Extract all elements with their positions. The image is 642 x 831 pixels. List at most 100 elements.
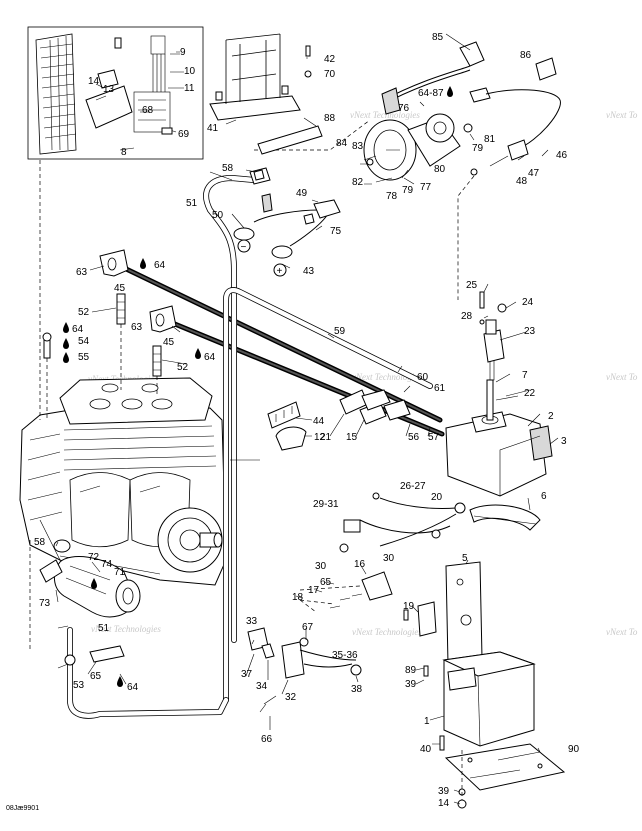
callout-59: 59	[334, 326, 346, 337]
callout-64-right: 64	[204, 352, 216, 363]
callout-80: 80	[434, 164, 446, 175]
callout-65-left: 65	[90, 671, 102, 682]
callout-69: 69	[178, 129, 190, 140]
battery-holder	[209, 33, 323, 155]
figure-code: 08Jæ9901	[6, 805, 39, 812]
callout-43: 43	[303, 266, 315, 277]
callout-29-31: 29-31	[313, 499, 339, 510]
callout-84: 84	[336, 138, 348, 149]
callout-26-27: 26-27	[400, 481, 426, 492]
callout-66: 66	[261, 734, 273, 745]
callout-79-lower: 79	[402, 185, 414, 196]
callout-10: 10	[184, 66, 196, 77]
callout-30-right: 30	[383, 553, 395, 564]
callout-50: 50	[212, 210, 224, 221]
wiring-harness	[339, 492, 466, 553]
callout-64-lower: 64	[127, 682, 139, 693]
starter-pinion-assembly	[360, 41, 561, 300]
callout-42: 42	[324, 54, 336, 65]
callout-68: 68	[142, 105, 154, 116]
watermark: vNext Technologies	[91, 624, 161, 634]
callout-63-lower: 63	[131, 322, 143, 333]
callout-56: 56	[408, 432, 420, 443]
callout-64-87: 64-87	[418, 88, 444, 99]
callout-9: 9	[180, 47, 186, 58]
callout-88: 88	[324, 113, 336, 124]
callout-52-upper: 52	[78, 307, 90, 318]
callout-16: 16	[354, 559, 366, 570]
callout-14-lower: 14	[438, 798, 450, 809]
callout-51-upper: 51	[186, 198, 198, 209]
callout-7: 7	[522, 370, 528, 381]
battery-case	[423, 651, 566, 809]
callout-79-upper: 79	[472, 143, 484, 154]
lubricant-drop-icon	[63, 322, 69, 333]
callout-65-right: 65	[320, 577, 332, 588]
callout-57: 57	[428, 432, 440, 443]
callout-22: 22	[524, 388, 536, 399]
callout-25: 25	[466, 280, 478, 291]
callout-75: 75	[330, 226, 342, 237]
callout-12: 12	[314, 432, 326, 443]
callout-47: 47	[528, 168, 540, 179]
callout-89: 89	[405, 665, 417, 676]
callout-41: 41	[207, 123, 219, 134]
callout-78: 78	[386, 191, 398, 202]
watermark-right: vNext To	[606, 627, 638, 637]
callout-labels: 1 2 3 6 7 8 9 10 11 12 13 14 15 16 17 18…	[34, 32, 580, 809]
electrical-box	[445, 291, 553, 497]
lubricant-drop-icon	[117, 676, 123, 687]
callout-52-lower: 52	[177, 362, 189, 373]
callout-71: 71	[114, 567, 126, 578]
callout-73: 73	[39, 598, 51, 609]
ignition-cables	[117, 263, 445, 437]
callout-49: 49	[296, 188, 308, 199]
callout-83: 83	[352, 141, 364, 152]
callout-54: 54	[78, 336, 90, 347]
callout-3: 3	[561, 436, 567, 447]
watermark-right: vNext To	[606, 372, 638, 382]
callout-6: 6	[541, 491, 547, 502]
harness-tubes	[29, 160, 433, 719]
callout-72: 72	[88, 552, 100, 563]
callout-13: 13	[103, 84, 115, 95]
lubricant-drop-icon	[63, 352, 69, 363]
callout-82: 82	[352, 177, 364, 188]
callout-48: 48	[516, 176, 528, 187]
callout-28: 28	[461, 311, 473, 322]
inset-detail-box	[27, 26, 204, 160]
callout-38: 38	[351, 684, 363, 695]
watermark-right: vNext To	[606, 110, 638, 120]
callout-77: 77	[420, 182, 432, 193]
callout-81: 81	[484, 134, 496, 145]
callout-24: 24	[522, 297, 534, 308]
callout-45-upper: 45	[114, 283, 126, 294]
callout-39-lower: 39	[438, 786, 450, 797]
callout-74: 74	[101, 559, 113, 570]
lubricant-drop-icon	[195, 348, 201, 359]
callout-58-lower: 58	[34, 537, 46, 548]
callout-45-lower: 45	[163, 337, 175, 348]
battery-cable-ends: − +	[233, 119, 371, 277]
leader-lines	[55, 33, 559, 805]
callout-64-mid: 64	[72, 324, 84, 335]
callout-21: 21	[320, 432, 332, 443]
callout-85: 85	[432, 32, 444, 43]
watermark: vNext Technologies	[352, 627, 422, 637]
callout-51-lower: 51	[98, 623, 110, 634]
callout-40: 40	[420, 744, 432, 755]
watermark: vNext Technologies	[350, 110, 420, 120]
callout-2: 2	[548, 411, 554, 422]
lubricant-drop-icon	[91, 578, 97, 589]
callout-5: 5	[462, 553, 468, 564]
lubricant-drop-icon	[63, 338, 69, 349]
callout-90: 90	[568, 744, 580, 755]
callout-15: 15	[346, 432, 358, 443]
callout-63-upper: 63	[76, 267, 88, 278]
callout-8: 8	[121, 147, 127, 158]
watermark: vNext Technologies	[352, 372, 422, 382]
spark-plugs	[42, 249, 177, 420]
callout-30-left: 30	[315, 561, 327, 572]
callout-39-upper: 39	[405, 679, 417, 690]
callout-46: 46	[556, 150, 568, 161]
